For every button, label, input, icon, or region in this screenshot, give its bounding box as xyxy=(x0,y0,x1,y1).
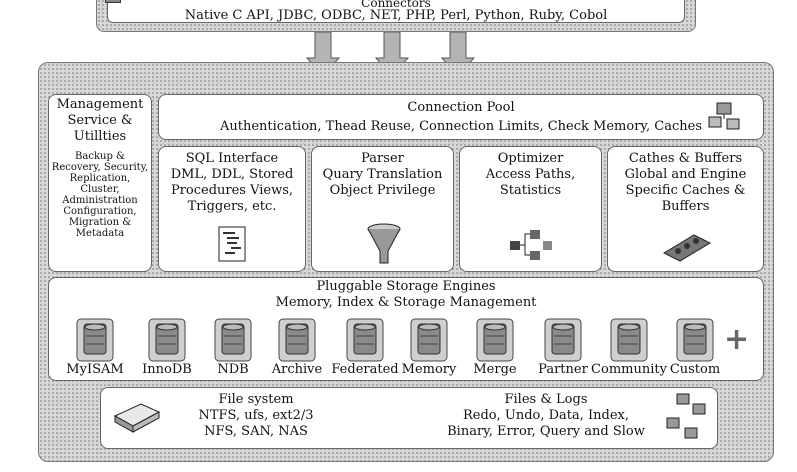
engine-label: Archive xyxy=(271,362,323,377)
database-icon xyxy=(410,318,448,362)
caches-text: Cathes & Buffers Global and Engine Speci… xyxy=(608,151,763,215)
optimizer-text: Optimizer Access Paths, Statistics xyxy=(460,151,601,199)
management-title-line: Utillties xyxy=(73,129,127,144)
code-listing-icon xyxy=(218,226,246,262)
database-icon xyxy=(544,318,582,362)
management-box: Management Service & Utillties Backup & … xyxy=(48,94,152,272)
engine-label: NDB xyxy=(217,362,249,377)
database-icon xyxy=(76,318,114,362)
caches-line: Global and Engine xyxy=(624,167,747,182)
flowchart-icon xyxy=(510,230,552,260)
optimizer-line: Statistics xyxy=(499,183,562,198)
management-item-line: Migration & xyxy=(68,217,132,228)
file-system-line: File system xyxy=(218,392,294,407)
add-engine-plus-icon: + xyxy=(724,322,750,357)
funnel-icon xyxy=(367,223,401,264)
filesystem-box: File system NTFS, ufs, ext2/3 NFS, SAN, … xyxy=(100,387,718,449)
database-icon xyxy=(476,318,514,362)
database-icon xyxy=(214,318,252,362)
engine-label: Partner xyxy=(538,362,588,377)
storage-engines-subtitle: Memory, Index & Storage Management xyxy=(275,295,537,310)
memory-chip-icon xyxy=(662,234,712,262)
optimizer-box: Optimizer Access Paths, Statistics xyxy=(459,146,602,272)
management-title-line: Service & xyxy=(67,113,133,128)
management-item-line: Metadata xyxy=(75,228,125,239)
connector-device-icon xyxy=(105,0,121,3)
parser-line: Quary Translation xyxy=(322,167,443,182)
storage-engines-title: Pluggable Storage Engines xyxy=(316,279,496,294)
management-item-line: Replication, xyxy=(69,173,131,184)
sql-interface-line: Triggers, etc. xyxy=(187,199,277,214)
parser-line: Object Privilege xyxy=(329,183,436,198)
network-computers-icon xyxy=(708,102,740,130)
database-icon xyxy=(346,318,384,362)
connection-pool-title: Connection Pool xyxy=(407,100,515,115)
sql-interface-text: SQL Interface DML, DDL, Stored Procedure… xyxy=(159,151,305,215)
caches-line: Specific Caches & xyxy=(625,183,746,198)
management-items: Backup & Recovery, Security, Replication… xyxy=(49,151,151,239)
parser-box: Parser Quary Translation Object Privileg… xyxy=(311,146,454,272)
engine-label: MyISAM xyxy=(66,362,124,377)
connectors-panel: Connectors Native C API, JDBC, ODBC, NET… xyxy=(96,0,696,32)
connectors-title: Connectors xyxy=(361,0,431,10)
management-item-line: Backup & xyxy=(75,151,125,162)
sql-interface-line: SQL Interface xyxy=(185,151,279,166)
parser-text: Parser Quary Translation Object Privileg… xyxy=(312,151,453,199)
connectors-box: Connectors Native C API, JDBC, ODBC, NET… xyxy=(107,0,685,23)
optimizer-line: Optimizer xyxy=(497,151,564,166)
management-item-line: Configuration, xyxy=(63,206,137,217)
engine-label: Community xyxy=(591,362,667,377)
files-logs-line: Files & Logs xyxy=(504,392,588,407)
engine-label: Merge xyxy=(473,362,517,377)
connection-pool-subtitle: Authentication, Thead Reuse, Connection … xyxy=(219,119,703,134)
caches-line: Buffers xyxy=(661,199,710,214)
management-title-line: Management xyxy=(56,97,144,112)
files-logs-line: Redo, Undo, Data, Index, xyxy=(462,408,630,423)
database-icon xyxy=(610,318,648,362)
database-icon xyxy=(148,318,186,362)
management-item-line: Cluster, xyxy=(80,184,120,195)
database-icon xyxy=(278,318,316,362)
file-system-line: NFS, SAN, NAS xyxy=(204,424,308,439)
management-title: Management Service & Utillties xyxy=(49,97,151,145)
files-logs-line: Binary, Error, Query and Slow xyxy=(447,424,645,439)
sql-interface-line: DML, DDL, Stored xyxy=(170,167,294,182)
database-icon xyxy=(676,318,714,362)
connection-pool-box: Connection Pool Authentication, Thead Re… xyxy=(158,94,764,140)
engine-label: Custom xyxy=(669,362,721,377)
caches-buffers-box: Cathes & Buffers Global and Engine Speci… xyxy=(607,146,764,272)
management-item-line: Recovery, Security, xyxy=(51,162,149,173)
hard-drive-icon xyxy=(113,403,161,433)
engine-label: InnoDB xyxy=(142,362,192,377)
parser-line: Parser xyxy=(361,151,404,166)
connectors-subtitle: Native C API, JDBC, ODBC, NET, PHP, Perl… xyxy=(184,8,608,23)
file-system-text: File system NTFS, ufs, ext2/3 NFS, SAN, … xyxy=(181,392,331,440)
files-logs-icon xyxy=(666,393,706,439)
optimizer-line: Access Paths, xyxy=(485,167,576,182)
file-system-line: NTFS, ufs, ext2/3 xyxy=(198,408,314,423)
sql-interface-line: Procedures Views, xyxy=(170,183,294,198)
engine-label: Federated xyxy=(331,362,399,377)
files-logs-text: Files & Logs Redo, Undo, Data, Index, Bi… xyxy=(431,392,661,440)
engine-label: Memory xyxy=(401,362,457,377)
management-item-line: Administration xyxy=(62,195,138,206)
sql-interface-box: SQL Interface DML, DDL, Stored Procedure… xyxy=(158,146,306,272)
caches-line: Cathes & Buffers xyxy=(628,151,743,166)
